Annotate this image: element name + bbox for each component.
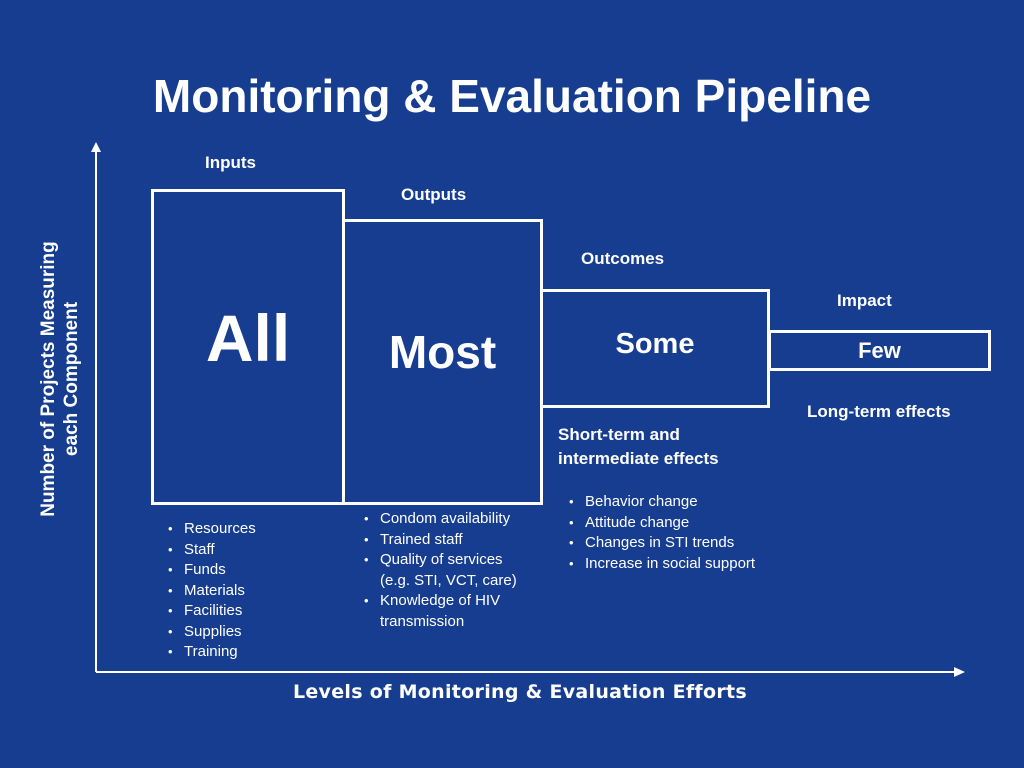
list-item: Attitude change <box>563 513 755 534</box>
x-axis-arrowhead <box>954 667 965 677</box>
impact-effects-label: Long-term effects <box>807 402 951 421</box>
list-item: Quality of services <box>358 550 517 571</box>
x-axis-label: Levels of Monitoring & Evaluation Effort… <box>292 681 748 703</box>
list-item-continuation: transmission <box>380 612 465 630</box>
box-label-few: Few <box>858 337 901 363</box>
box-outcomes: Some <box>540 289 770 408</box>
list-item: Staff <box>162 540 256 561</box>
outcomes-effects-line2: intermediate effects <box>558 449 719 468</box>
list-item: Funds <box>162 560 256 581</box>
stage-label-inputs: Inputs <box>205 153 256 172</box>
list-item: Facilities <box>162 601 256 622</box>
outcomes-effects-line1: Short-term and <box>558 425 680 444</box>
box-impact: Few <box>768 330 991 371</box>
list-item: Resources <box>162 519 256 540</box>
y-axis-label-line2: each Component <box>61 301 82 457</box>
outcomes-effects-label: Short-term and intermediate effects <box>558 423 719 471</box>
list-item: Materials <box>162 581 256 602</box>
list-item: Knowledge of HIV <box>358 591 517 612</box>
box-label-all: All <box>205 301 291 375</box>
list-item: Training <box>162 642 256 663</box>
y-axis-label-line1: Number of Projects Measuring <box>38 241 59 517</box>
list-item: Trained staff <box>358 530 517 551</box>
list-item-continuation: (e.g. STI, VCT, care) <box>380 571 517 589</box>
outputs-list: Condom availability Trained staff Qualit… <box>358 509 517 632</box>
stage-label-impact: Impact <box>837 291 892 310</box>
box-label-most: Most <box>388 326 497 378</box>
list-item: Changes in STI trends <box>563 533 755 554</box>
inputs-list: Resources Staff Funds Materials Faciliti… <box>162 519 256 663</box>
stage-label-outputs: Outputs <box>401 185 467 204</box>
stage-label-outcomes: Outcomes <box>581 249 665 268</box>
outcomes-list: Behavior change Attitude change Changes … <box>563 492 755 574</box>
list-item: Supplies <box>162 622 256 643</box>
list-item: Increase in social support <box>563 554 755 575</box>
list-item: Behavior change <box>563 492 755 513</box>
y-axis-arrowhead <box>91 142 101 152</box>
box-inputs: All <box>151 189 345 505</box>
list-item: Condom availability <box>358 509 517 530</box>
slide-title: Monitoring & Evaluation Pipeline <box>152 70 872 122</box>
y-axis-label: Number of Projects Measuring each Compon… <box>37 199 83 559</box>
box-label-some: Some <box>615 328 695 360</box>
box-outputs: Most <box>342 219 543 505</box>
